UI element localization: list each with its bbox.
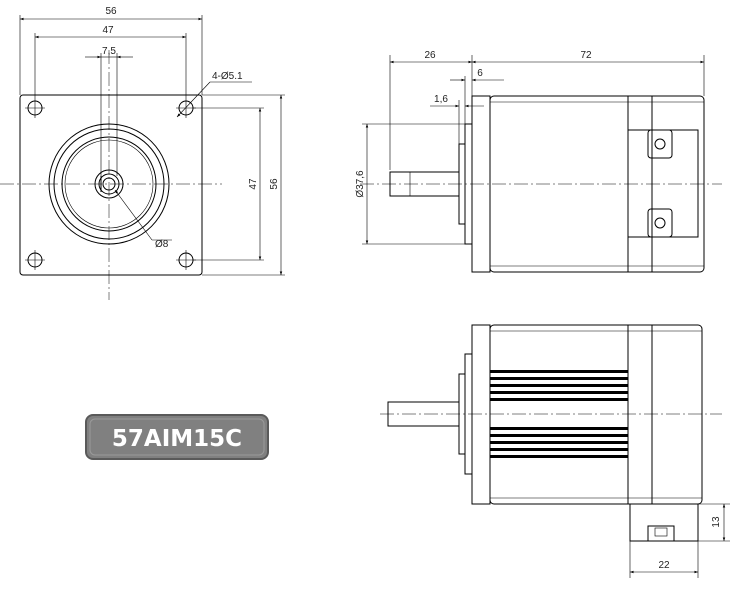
bottom-flange bbox=[464, 324, 491, 505]
leader-holes bbox=[176, 81, 252, 118]
bottom-connector bbox=[629, 503, 699, 542]
dim-shaft-length bbox=[389, 55, 473, 170]
dim-pilot-depth bbox=[430, 100, 484, 144]
dim-text-body-length: 72 bbox=[580, 50, 592, 61]
dim-text-hole-spacing-h: 47 bbox=[102, 25, 114, 36]
dim-shaft-flat bbox=[85, 53, 133, 176]
front-view: 56 47 7,5 4-Ø5.1 Ø8 47 56 bbox=[0, 6, 285, 300]
bottom-body bbox=[489, 324, 703, 505]
side-connector bbox=[627, 129, 699, 238]
dim-text-connector-width: 22 bbox=[658, 560, 670, 571]
dim-overall-width bbox=[19, 15, 203, 95]
model-badge: 57AIM15C bbox=[85, 414, 269, 460]
model-label: 57AIM15C bbox=[112, 426, 242, 452]
dim-text-holes: 4-Ø5.1 bbox=[212, 71, 243, 82]
front-flange-outline bbox=[19, 94, 203, 276]
front-boss-circles bbox=[48, 123, 170, 245]
dim-text-pilot-depth: 1,6 bbox=[434, 94, 448, 105]
dim-pilot-dia bbox=[362, 123, 465, 245]
dim-text-connector-height: 13 bbox=[711, 516, 722, 528]
dim-text-overall-height: 56 bbox=[269, 178, 280, 190]
dim-text-shaft-dia: Ø8 bbox=[155, 239, 169, 250]
dim-overall-height bbox=[202, 94, 285, 276]
bottom-view: 13 22 bbox=[380, 324, 730, 578]
dim-text-pilot-dia: Ø37,6 bbox=[355, 170, 366, 198]
dim-connector-width bbox=[629, 541, 699, 578]
dim-flange-thickness bbox=[450, 76, 504, 124]
dim-text-flange-thickness: 6 bbox=[477, 68, 483, 79]
side-flange bbox=[464, 95, 491, 273]
bottom-fins bbox=[490, 370, 628, 458]
dim-body-length bbox=[472, 55, 705, 96]
model-badge-bg bbox=[85, 414, 269, 460]
dim-text-overall-width: 56 bbox=[105, 6, 117, 17]
leader-shaft-dia bbox=[114, 189, 172, 241]
dim-hole-spacing-v bbox=[193, 107, 264, 261]
dim-hole-spacing-h bbox=[34, 33, 187, 98]
dim-text-shaft-length: 26 bbox=[424, 50, 436, 61]
side-body bbox=[489, 95, 705, 273]
front-shaft bbox=[94, 169, 124, 199]
side-view: 26 72 6 1,6 Ø37,6 bbox=[355, 50, 722, 273]
dim-connector-height bbox=[698, 503, 730, 542]
dim-text-hole-spacing-v: 47 bbox=[248, 178, 259, 190]
dim-text-shaft-flat: 7,5 bbox=[102, 46, 116, 57]
